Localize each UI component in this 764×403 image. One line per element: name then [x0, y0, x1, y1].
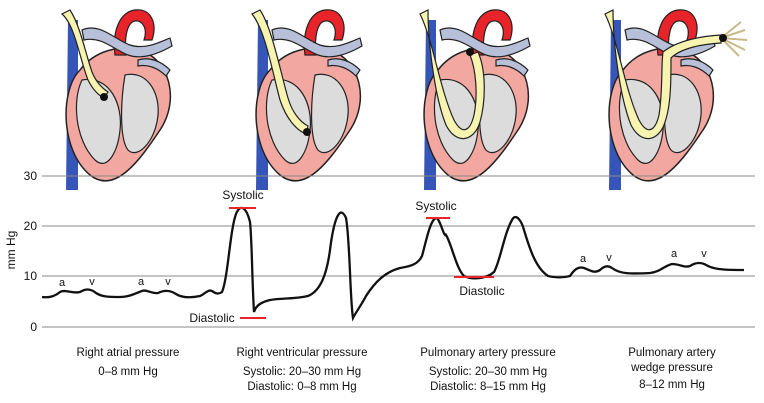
caption-title: Right ventricular pressure — [236, 347, 368, 359]
y-tick-10: 10 — [24, 269, 38, 283]
pa-systolic-label: Systolic — [415, 199, 456, 213]
pressure-waveform — [41, 206, 745, 322]
heart-illustration-pulmonary-wedge — [604, 9, 748, 191]
y-tick-30: 30 — [24, 169, 38, 183]
caption-value: Diastolic: 0–8 mm Hg — [247, 381, 357, 393]
caption-right-ventricular: Right ventricular pressure Systolic: 20–… — [212, 346, 392, 395]
wave-a-label-1: a — [59, 277, 66, 289]
caption-title-line2: wedge pressure — [631, 362, 713, 374]
y-tick-20: 20 — [24, 219, 38, 233]
pressure-chart: 30 20 10 0 mm Hg Systolic Diastolic Syst… — [4, 169, 755, 334]
caption-right-atrial: Right atrial pressure 0–8 mm Hg — [48, 346, 208, 380]
wave-v-label-1: v — [89, 276, 95, 288]
wave-v-label-2: v — [165, 276, 171, 288]
heart-illustration-pulmonary-artery — [419, 9, 531, 191]
caption-wedge: Pulmonary artery wedge pressure 8–12 mm … — [592, 346, 752, 393]
wave-v-label-4: v — [701, 248, 707, 260]
caption-value: Diastolic: 8–15 mm Hg — [430, 381, 546, 393]
rv-diastolic-label: Diastolic — [189, 311, 234, 325]
wave-a-label-3: a — [580, 253, 587, 265]
wave-a-label-2: a — [138, 276, 145, 288]
caption-value: Systolic: 20–30 mm Hg — [242, 366, 362, 378]
heart-illustration-right-ventricle — [251, 9, 363, 191]
caption-pulmonary-artery: Pulmonary artery pressure Systolic: 20–3… — [398, 346, 578, 395]
wave-a-label-4: a — [671, 248, 678, 260]
heart-illustration-right-atrium — [60, 9, 173, 191]
y-axis-label: mm Hg — [4, 231, 18, 270]
caption-title: Pulmonary artery pressure — [420, 347, 556, 359]
y-tick-0: 0 — [30, 320, 37, 334]
caption-value: 0–8 mm Hg — [98, 366, 158, 378]
caption-title: Right atrial pressure — [76, 347, 180, 359]
caption-title: Pulmonary artery — [628, 347, 716, 359]
caption-value: Systolic: 20–30 mm Hg — [428, 366, 548, 378]
pa-diastolic-label: Diastolic — [459, 284, 504, 298]
caption-value: 8–12 mm Hg — [639, 379, 705, 391]
rv-systolic-label: Systolic — [222, 188, 263, 202]
wave-v-label-3: v — [606, 252, 612, 264]
